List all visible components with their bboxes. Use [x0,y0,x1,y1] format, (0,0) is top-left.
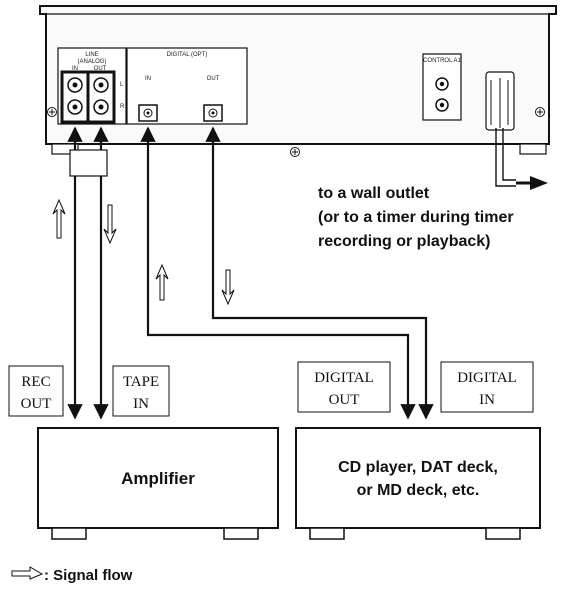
rec-out-line2: OUT [21,396,52,412]
channel-r-label: R [120,104,125,110]
line-analog-jacks[interactable]: LINE (ANALOG) IN OUT L R [57,47,127,125]
digital-out-line2: OUT [329,392,360,408]
digital-label: DIGITAL (OPT) [167,52,208,58]
line-in-label: IN [72,66,78,72]
power-cord [485,71,548,190]
signal-flow-down-icon [221,269,235,306]
tape-in-line2: IN [133,396,149,412]
line-out-label: OUT [94,66,107,72]
digital-out-line1: DIGITAL [314,370,374,386]
signal-flow-icon [11,566,44,580]
rec-out-label-box: REC OUT [8,365,64,417]
amplifier-label: Amplifier [121,469,195,488]
signal-flow-up-icon [155,263,169,301]
rec-out-line1: REC [21,374,50,390]
digital-cables [140,126,434,420]
amplifier-box: Amplifier [37,427,279,540]
line-out-plug[interactable] [86,70,116,124]
digital-out-label: OUT [207,76,220,82]
legend-text: : Signal flow [44,567,133,584]
digital-out-label-box: DIGITAL OUT [297,361,391,413]
screw-icon [535,107,545,117]
digital-in-line2: IN [479,392,495,408]
analog-cables [67,126,109,420]
cd-player-line2: or MD deck, etc. [357,482,480,499]
tape-in-label-box: TAPE IN [112,365,170,417]
line-label: LINE [85,52,98,58]
digital-in-line1: DIGITAL [457,370,517,386]
power-note-line2: (or to a timer during timer [318,209,514,226]
digital-in-label: IN [145,76,151,82]
tape-in-line1: TAPE [123,374,159,390]
digital-in-label-box: DIGITAL IN [440,361,534,413]
screw-icon [290,147,300,157]
power-note-line3: recording or playback) [318,233,491,250]
cd-player-box: CD player, DAT deck, or MD deck, etc. [295,427,541,540]
cd-player-line1: CD player, DAT deck, [338,459,498,476]
signal-flow-down-icon [103,204,117,245]
control-label: CONTROL A1 [423,58,461,64]
control-a1-jacks[interactable]: CONTROL A1 [422,53,462,121]
legend: : Signal flow [11,566,133,584]
channel-l-label: L [120,82,124,88]
power-note-line1: to a wall outlet [318,185,430,202]
screw-icon [47,107,57,117]
digital-out-cable [205,126,434,420]
signal-flow-up-icon [52,198,66,239]
right-foot [519,143,547,155]
digital-opt-jacks[interactable]: DIGITAL (OPT) IN OUT [126,47,248,125]
line-sublabel: (ANALOG) [77,59,106,65]
power-arrow-icon [530,176,548,190]
